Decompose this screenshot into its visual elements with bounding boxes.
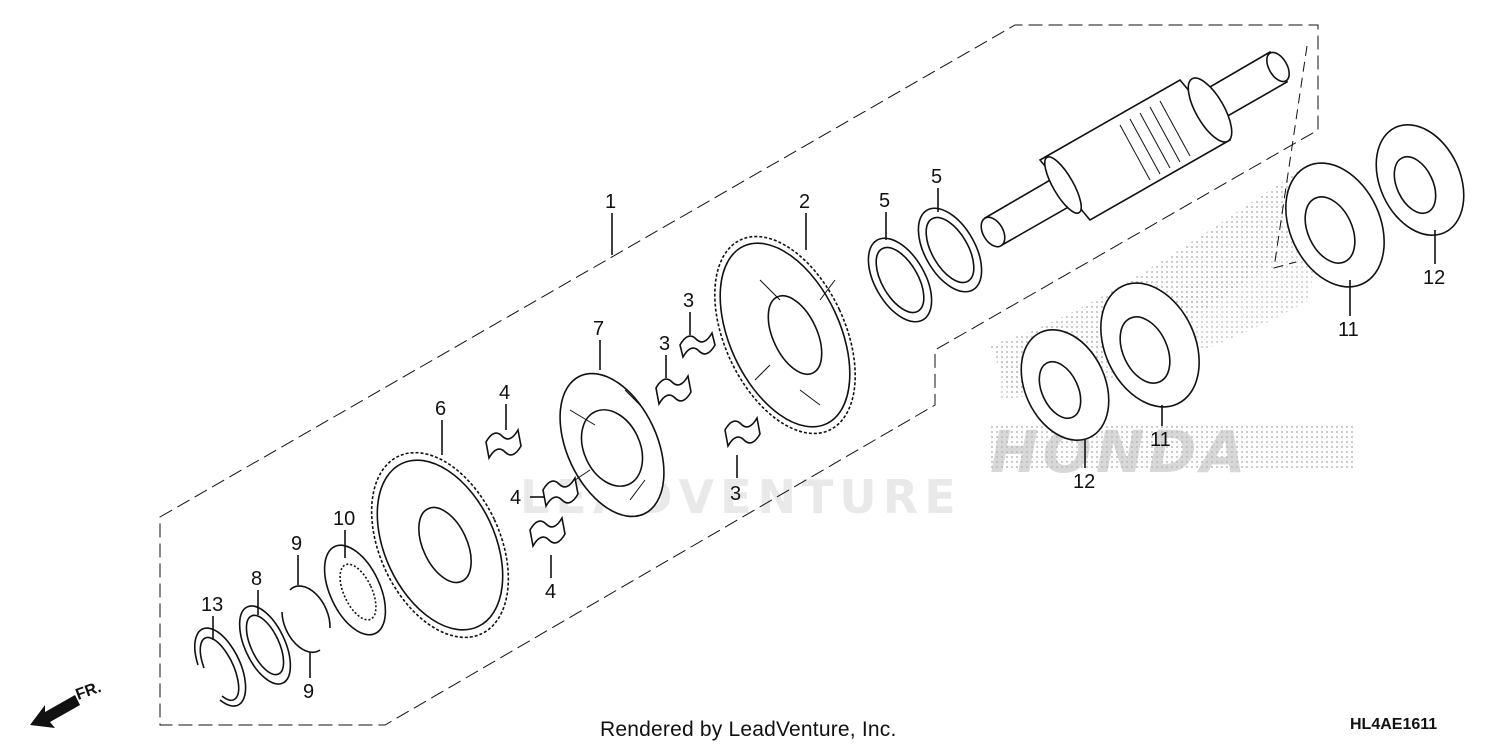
bearing-12-upper bbox=[1375, 123, 1465, 237]
main-shaft bbox=[980, 50, 1290, 248]
washer-8 bbox=[238, 605, 292, 685]
split-collar-9b bbox=[281, 611, 321, 654]
callout-13: 13 bbox=[201, 594, 223, 616]
callout-10: 10 bbox=[333, 508, 355, 530]
callout-7: 7 bbox=[593, 318, 604, 340]
callout-1: 1 bbox=[605, 191, 616, 213]
spring-3a bbox=[679, 330, 716, 360]
front-arrow-icon: FR. bbox=[30, 679, 104, 728]
bearing-12-lower bbox=[1020, 328, 1110, 442]
bearing-11-upper bbox=[1285, 162, 1385, 288]
callout-6: 6 bbox=[435, 398, 446, 420]
damper-hub-7 bbox=[559, 372, 665, 518]
callout-3b: 3 bbox=[659, 333, 670, 355]
snap-ring-13 bbox=[194, 627, 247, 707]
spring-4a bbox=[485, 427, 522, 461]
gear-6 bbox=[370, 451, 510, 639]
callout-8: 8 bbox=[251, 568, 262, 590]
split-collar-9a bbox=[289, 585, 331, 629]
spring-4c bbox=[529, 515, 566, 549]
leader-lines bbox=[212, 188, 1436, 678]
washer-5a bbox=[867, 237, 933, 323]
callout-5b: 5 bbox=[931, 166, 942, 188]
callout-9a: 9 bbox=[291, 533, 302, 555]
callout-11a: 11 bbox=[1338, 319, 1359, 341]
washer-5b bbox=[917, 207, 983, 293]
bearing-group-bracket bbox=[1273, 45, 1308, 269]
callout-12b: 12 bbox=[1073, 471, 1095, 493]
rendered-by-text: Rendered by LeadVenture, Inc. bbox=[600, 718, 897, 741]
callout-9b: 9 bbox=[303, 681, 314, 703]
callout-5a: 5 bbox=[879, 190, 890, 212]
callout-11b: 11 bbox=[1150, 429, 1171, 451]
spring-4b bbox=[542, 475, 579, 509]
splined-washer-10 bbox=[323, 544, 387, 636]
callout-2: 2 bbox=[799, 191, 810, 213]
bearing-11-lower bbox=[1100, 282, 1200, 408]
callout-3c: 3 bbox=[730, 483, 741, 505]
callout-4a: 4 bbox=[499, 382, 510, 404]
gear-2 bbox=[714, 235, 856, 435]
callout-4c: 4 bbox=[545, 581, 556, 603]
assembly-boundary bbox=[159, 24, 1319, 726]
callout-12a: 12 bbox=[1423, 267, 1445, 289]
callout-3a: 3 bbox=[683, 290, 694, 312]
front-label: FR. bbox=[74, 679, 104, 704]
spring-3b bbox=[655, 373, 692, 407]
callout-4b: 4 bbox=[510, 487, 521, 509]
spring-3c bbox=[724, 415, 761, 449]
diagram-code: HL4AE1611 bbox=[1350, 716, 1438, 733]
